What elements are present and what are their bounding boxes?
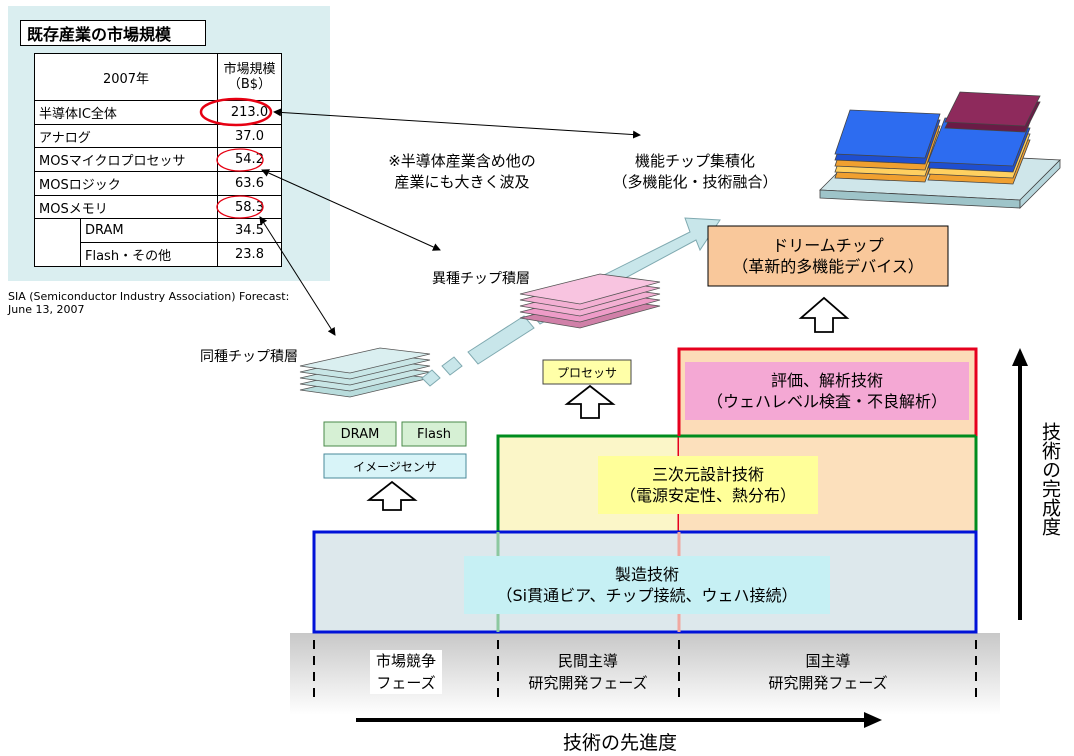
phase-separators — [313, 640, 977, 702]
evaluation-line1: 評価、解析技術 — [770, 371, 883, 390]
row-name: Flash・その他 — [80, 242, 218, 267]
market-size-title: 既存産業の市場規模 — [20, 20, 206, 46]
hetero-stack-label: 異種チップ積層 — [432, 271, 530, 287]
integration-label: 機能チップ集積化 （多機能化・技術融合） — [600, 150, 790, 194]
header-unit-label: （B$） — [227, 77, 272, 92]
homogeneous-chip-stack — [299, 347, 431, 398]
dram-label: DRAM — [340, 426, 380, 442]
phase-market: 市場競争 フェーズ — [318, 648, 494, 696]
phase-market-line1: 市場競争 — [375, 652, 436, 670]
dream-chip-line2: （革新的多機能デバイス） — [732, 257, 924, 276]
arrow-to-hetero-stack — [261, 169, 441, 251]
flash-label: Flash — [416, 426, 452, 442]
phase-national: 国主導 研究開発フェーズ — [682, 648, 974, 696]
heterogeneous-chip-stack — [519, 273, 661, 329]
manufacturing-line1: 製造技術 — [614, 565, 679, 584]
source-note: SIA (Semiconductor Industry Association)… — [8, 290, 338, 316]
spillover-annotation: ※半導体産業含め他の 産業にも大きく波及 — [352, 150, 572, 194]
maturity-axis-label: 技術の完成度 — [1039, 422, 1061, 536]
phase-private-line2: 研究開発フェーズ — [528, 674, 648, 692]
row-value: 54.2 — [217, 147, 282, 173]
evaluation-line2: （ウェハレベル検査・不良解析） — [706, 392, 947, 411]
dream-chip-illustration — [819, 91, 1061, 209]
processor-box — [542, 359, 632, 385]
integration-line2: （多機能化・技術融合） — [612, 173, 778, 191]
manufacturing-label-bg — [464, 556, 830, 614]
image-sensor-label: イメージセンサ — [353, 459, 437, 474]
header-size-label: 市場規模 — [223, 62, 276, 77]
flash-box — [401, 421, 467, 447]
design-tech-text: 三次元設計技術 （電源安定性、熱分布） — [598, 456, 818, 514]
arrow-to-homo-stack — [259, 216, 336, 336]
header-market-size: 市場規模（B$） — [217, 53, 282, 101]
design-label-bg — [598, 456, 818, 514]
row-name: MOSロジック — [34, 171, 218, 196]
design-line2: （電源安定性、熱分布） — [619, 486, 796, 505]
homo-stack-label: 同種チップ積層 — [200, 349, 298, 365]
source-note-line2: June 13, 2007 — [8, 303, 85, 316]
manufacturing-line2: （Si貫通ビア、チップ接続、ウェハ接続） — [496, 586, 798, 605]
annotation-line1: ※半導体産業含め他の — [388, 152, 536, 170]
row-value: 37.0 — [217, 123, 282, 149]
highlight-circle-microprocessor — [216, 148, 264, 172]
design-line1: 三次元設計技術 — [651, 465, 764, 484]
integration-line1: 機能チップ集積化 — [634, 152, 755, 170]
arrow-to-integration — [273, 108, 641, 139]
phase-market-line2: フェーズ — [376, 674, 436, 692]
phase-national-line2: 研究開発フェーズ — [768, 674, 888, 692]
highlight-circle-memory — [216, 195, 264, 219]
advancement-axis-label: 技術の先進度 — [562, 731, 677, 754]
dream-chip-box — [707, 225, 949, 287]
annotation-line2: 産業にも大きく波及 — [394, 173, 530, 191]
up-arrow-icon — [366, 480, 418, 511]
dram-box — [323, 421, 397, 447]
processor-label: プロセッサ — [556, 365, 617, 380]
phase-national-line1: 国主導 — [805, 652, 851, 670]
row-name: アナログ — [34, 123, 218, 149]
source-note-line1: SIA (Semiconductor Industry Association)… — [8, 290, 290, 303]
phase-market-box: 市場競争 フェーズ — [369, 650, 442, 694]
up-arrow-icon — [798, 296, 850, 333]
manufacturing-tech-text: 製造技術 （Si貫通ビア、チップ接続、ウェハ接続） — [464, 556, 830, 614]
phase-private: 民間主導 研究開発フェーズ — [500, 648, 676, 696]
highlight-circle-ic-total — [199, 97, 273, 127]
dream-chip-line1: ドリームチップ — [772, 236, 884, 255]
phase-private-line1: 民間主導 — [557, 652, 618, 670]
image-sensor-box — [323, 453, 467, 479]
row-name: 半導体IC全体 — [34, 100, 218, 125]
evaluation-tech-text: 評価、解析技術 （ウェハレベル検査・不良解析） — [685, 362, 969, 420]
dream-chip-text: ドリームチップ （革新的多機能デバイス） — [708, 226, 948, 286]
up-arrow-icon — [564, 384, 616, 419]
table-header-row: 2007年 市場規模（B$） — [34, 53, 282, 101]
evaluation-label-bg — [685, 362, 969, 420]
